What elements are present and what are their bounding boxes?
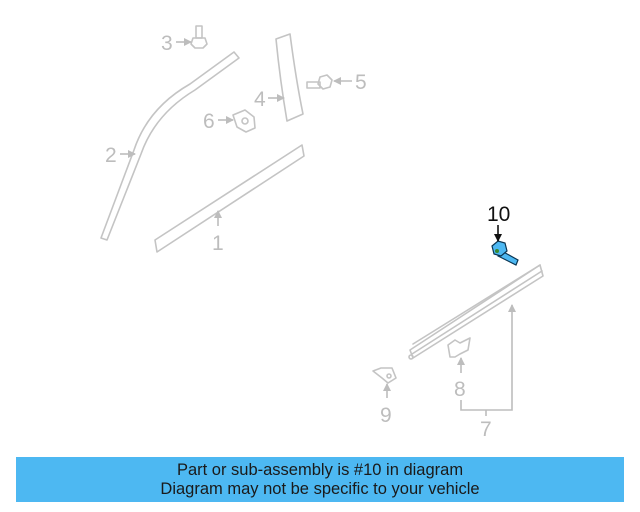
part-4-pillar-trim bbox=[275, 33, 304, 122]
part-2-window-molding bbox=[100, 51, 240, 241]
callout-4[interactable]: 4 bbox=[254, 88, 266, 111]
part-3-bolt bbox=[190, 25, 208, 49]
info-banner: Part or sub-assembly is #10 in diagram D… bbox=[16, 457, 624, 502]
part-1-door-molding bbox=[154, 144, 305, 253]
banner-disclaimer: Diagram may not be specific to your vehi… bbox=[160, 479, 480, 498]
callout-3[interactable]: 3 bbox=[161, 32, 173, 55]
callout-7[interactable]: 7 bbox=[480, 418, 492, 441]
part-10-bolt-highlighted[interactable] bbox=[491, 240, 519, 266]
part-5-bolt bbox=[306, 74, 333, 90]
callout-2[interactable]: 2 bbox=[105, 144, 117, 167]
callout-5[interactable]: 5 bbox=[355, 71, 367, 94]
callout-10[interactable]: 10 bbox=[487, 203, 510, 226]
banner-part-note: Part or sub-assembly is #10 in diagram bbox=[176, 460, 464, 479]
part-7-sill-molding bbox=[408, 264, 544, 360]
callout-6[interactable]: 6 bbox=[203, 110, 215, 133]
part-6-clip bbox=[232, 109, 256, 133]
leader-7 bbox=[460, 304, 516, 411]
part-9-pin-clip bbox=[372, 367, 397, 384]
callout-1[interactable]: 1 bbox=[212, 232, 224, 255]
callout-8[interactable]: 8 bbox=[454, 378, 466, 401]
part-8-clip bbox=[447, 337, 471, 358]
callout-9[interactable]: 9 bbox=[380, 404, 392, 427]
